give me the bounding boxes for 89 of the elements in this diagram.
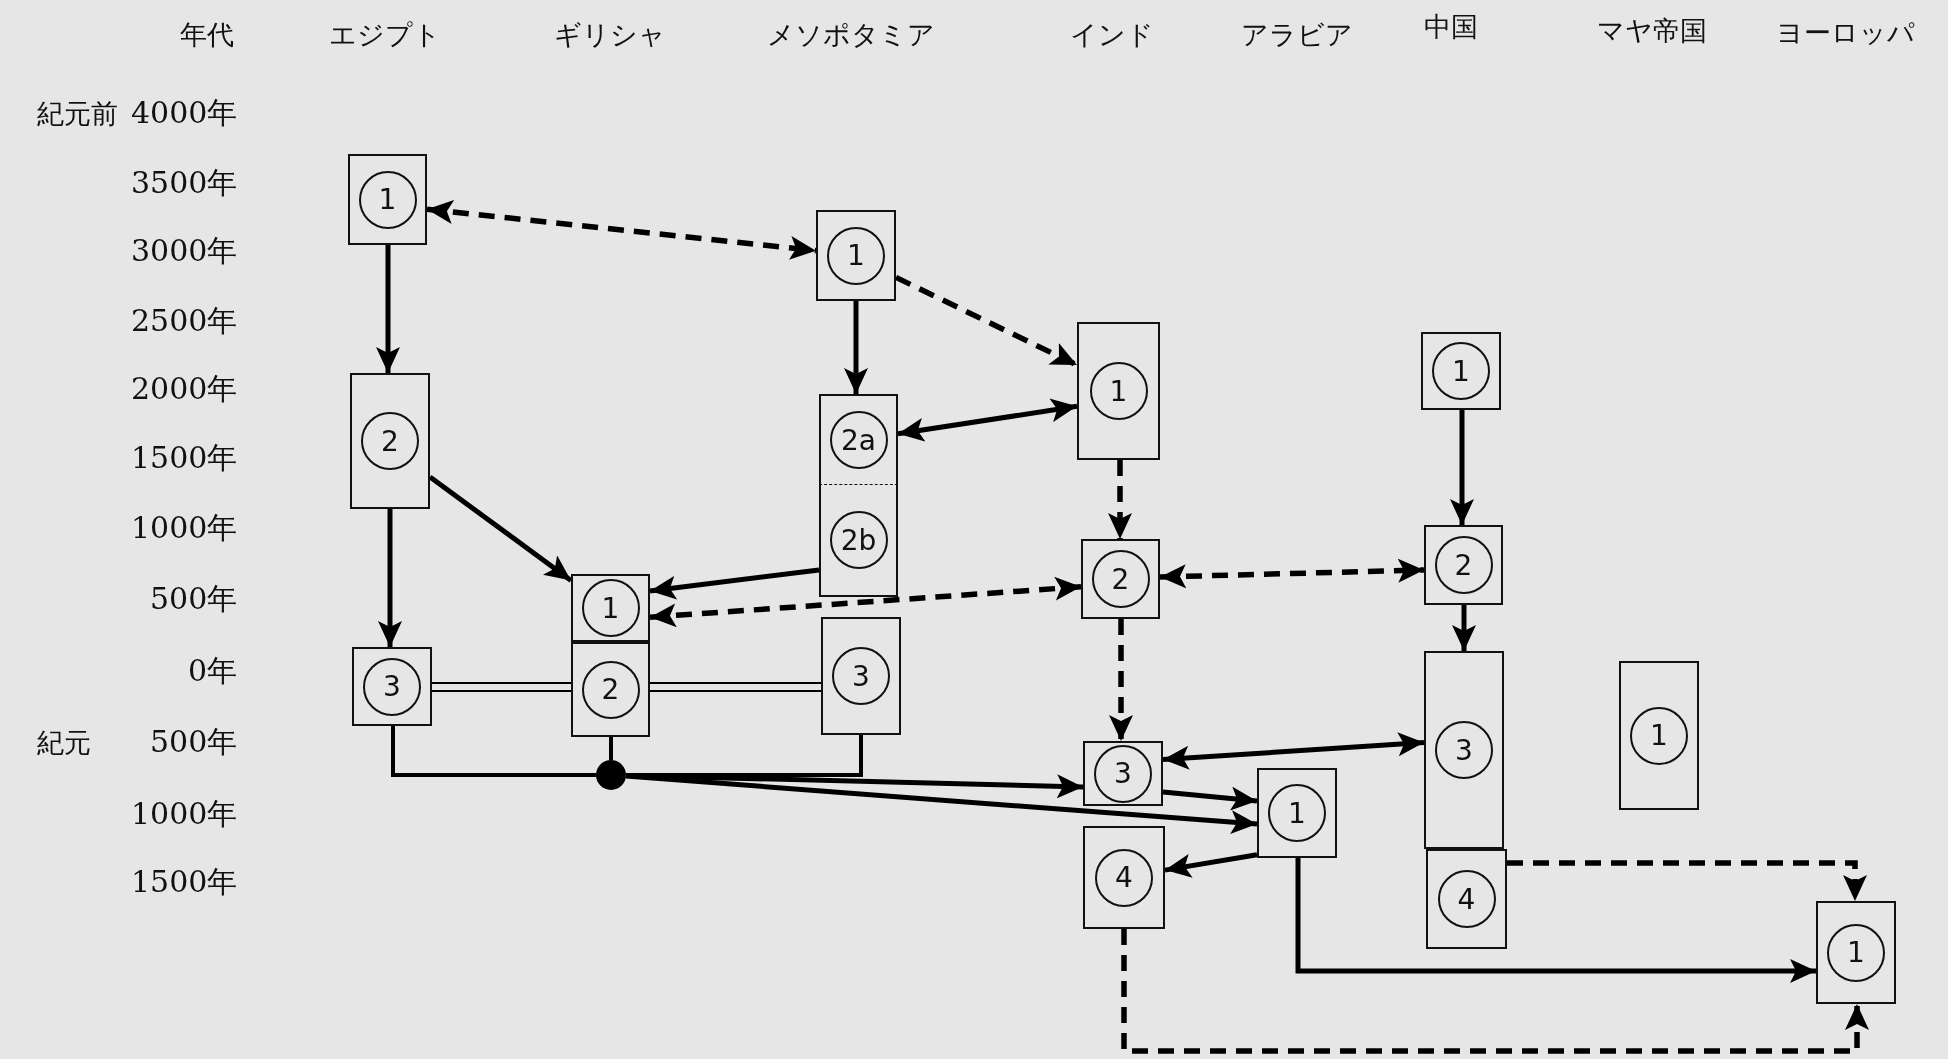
connector-line (391, 726, 596, 777)
arrow (1121, 929, 1869, 1054)
circled-number: 1 (1432, 342, 1490, 400)
column-header: 中国 (1424, 12, 1478, 40)
period-box (1081, 539, 1160, 619)
period-box (1257, 768, 1337, 858)
period-box (819, 394, 898, 485)
arrow (376, 245, 400, 373)
arrow (1164, 852, 1258, 878)
year-label: 500年 (150, 584, 238, 614)
circled-number: 3 (363, 657, 421, 716)
period-box (816, 210, 896, 301)
column-header: ヨーロッパ (1775, 18, 1915, 46)
arrow (649, 567, 820, 600)
circled-number: 1 (358, 170, 417, 229)
period-box (1083, 741, 1163, 806)
column-header: アラビア (1241, 20, 1353, 48)
arrow (1452, 605, 1476, 651)
arrow (1507, 860, 1867, 901)
circled-number: 1 (1827, 923, 1885, 982)
circled-number: 2 (1091, 550, 1150, 608)
period-box (1424, 525, 1503, 605)
arrow (1450, 410, 1474, 525)
year-label: 紀元前 (37, 99, 118, 127)
arrow (844, 301, 868, 394)
arrow (649, 576, 1082, 628)
year-label: 2500年 (131, 306, 238, 336)
circled-number: 3 (1435, 721, 1493, 779)
arrow (426, 200, 817, 260)
period-box (819, 485, 898, 597)
arrow (1162, 786, 1258, 811)
column-header: 年代 (180, 20, 234, 48)
year-label: 紀元 (37, 728, 91, 756)
arrow (625, 772, 1084, 799)
circled-number: 4 (1095, 848, 1153, 907)
connector-line (609, 737, 613, 760)
column-header: エジプト (329, 20, 441, 48)
period-box (1077, 322, 1160, 460)
circled-number: 3 (1094, 744, 1152, 803)
year-label: 1000年 (131, 799, 238, 829)
arrow (1109, 619, 1133, 741)
year-label: 1000年 (131, 513, 238, 543)
circled-number: 1 (1630, 706, 1688, 765)
arrow (1295, 858, 1816, 983)
arrow (1159, 558, 1425, 589)
period-box (1816, 901, 1896, 1004)
column-header: インド (1070, 20, 1154, 48)
circled-number: 1 (827, 226, 885, 285)
column-header: メソポタミア (767, 20, 935, 48)
period-box (350, 373, 430, 509)
circled-number: 2 (1434, 536, 1493, 594)
year-label: 1500年 (131, 443, 238, 473)
arrow (1162, 732, 1425, 770)
circled-number: 4 (1437, 870, 1496, 928)
circled-number: 2a (829, 411, 888, 469)
column-header: ギリシャ (554, 20, 666, 48)
period-box (1421, 332, 1501, 410)
circled-number: 1 (1089, 362, 1148, 420)
period-box (821, 617, 901, 735)
year-label: 2000年 (131, 374, 238, 404)
year-label: 500年 (150, 727, 238, 757)
arrow (1108, 460, 1132, 539)
period-box (1426, 849, 1507, 949)
year-label: 3000年 (131, 236, 238, 266)
circled-number: 2 (581, 660, 640, 719)
year-label: 3500年 (131, 168, 238, 198)
arrow (428, 475, 573, 583)
connector-line (649, 682, 822, 692)
circled-number: 3 (832, 647, 890, 705)
circled-number: 2 (361, 412, 419, 470)
period-box (1083, 826, 1165, 929)
arrow (897, 398, 1078, 442)
year-label: 4000年 (131, 98, 238, 128)
period-box (1424, 651, 1504, 849)
circled-number: 2b (829, 511, 888, 569)
period-box (1619, 661, 1699, 810)
arrow (378, 509, 402, 647)
period-box (352, 647, 432, 726)
period-box (571, 574, 650, 642)
circled-number: 1 (1268, 784, 1326, 842)
connector-line (431, 682, 572, 692)
year-label: 0年 (188, 656, 238, 686)
column-header: マヤ帝国 (1597, 16, 1707, 44)
year-label: 1500年 (131, 867, 238, 897)
circled-number: 1 (581, 579, 640, 637)
junction-dot (596, 760, 626, 790)
period-box (571, 642, 650, 737)
period-box (348, 154, 427, 245)
arrow (894, 274, 1079, 368)
